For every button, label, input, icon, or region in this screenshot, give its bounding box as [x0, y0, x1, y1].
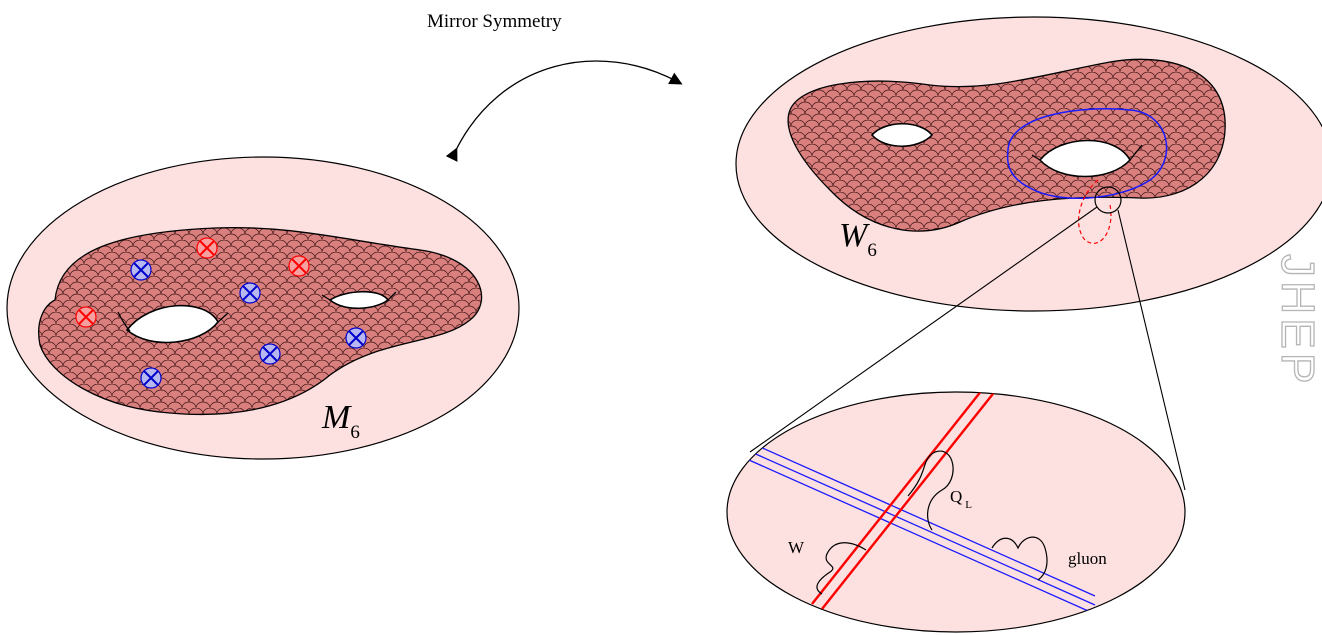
zoom-line-left	[749, 206, 1098, 453]
red-marker	[288, 255, 310, 277]
blue-brane-line	[739, 437, 1096, 597]
right-manifold: W6	[735, 16, 1322, 312]
left-manifold-subscript: 6	[350, 422, 360, 443]
w-boson-string	[816, 542, 867, 595]
zoom-line-right	[1117, 209, 1186, 491]
red-brane-line	[811, 392, 987, 605]
red-marker	[75, 306, 97, 328]
mirror-symmetry-title: Mirror Symmetry	[427, 11, 562, 32]
blue-marker	[259, 343, 281, 365]
blue-marker	[140, 367, 162, 389]
left-hole-2-lip	[321, 291, 397, 301]
gluon-string	[991, 536, 1048, 581]
quark-label-subscript: L	[965, 499, 972, 511]
blue-marker	[239, 282, 261, 304]
quark-label-symbol: Q	[950, 487, 962, 506]
left-manifold-symbol: M	[321, 399, 352, 436]
right-manifold-label: W6	[839, 217, 877, 261]
left-manifold-label: M6	[321, 399, 360, 443]
blue-marker	[345, 327, 367, 349]
blue-cycle	[1006, 108, 1168, 200]
quark-string	[907, 450, 954, 531]
red-dashed-cycle	[1077, 179, 1112, 244]
right-hole-1	[870, 123, 934, 147]
jhep-watermark: JHEP	[1272, 254, 1322, 388]
mirror-symmetry-arrow	[445, 60, 683, 162]
left-hole-1-lip	[117, 311, 229, 332]
red-marker	[196, 237, 218, 259]
zoom-focus-circle	[1094, 186, 1122, 214]
zoom-ellipse	[726, 391, 1186, 633]
red-brane-line	[821, 392, 997, 610]
blue-brane-line	[739, 455, 1096, 615]
blue-brane-line	[739, 446, 1096, 606]
right-inner-surface	[787, 58, 1226, 232]
right-manifold-symbol: W	[839, 217, 870, 254]
right-hole-2-lip	[1031, 144, 1143, 161]
right-manifold-subscript: 6	[867, 240, 877, 261]
left-manifold: M6	[6, 156, 520, 460]
gluon-label: gluon	[1068, 549, 1107, 568]
blue-marker	[130, 259, 152, 281]
w-boson-label: W	[788, 538, 805, 557]
